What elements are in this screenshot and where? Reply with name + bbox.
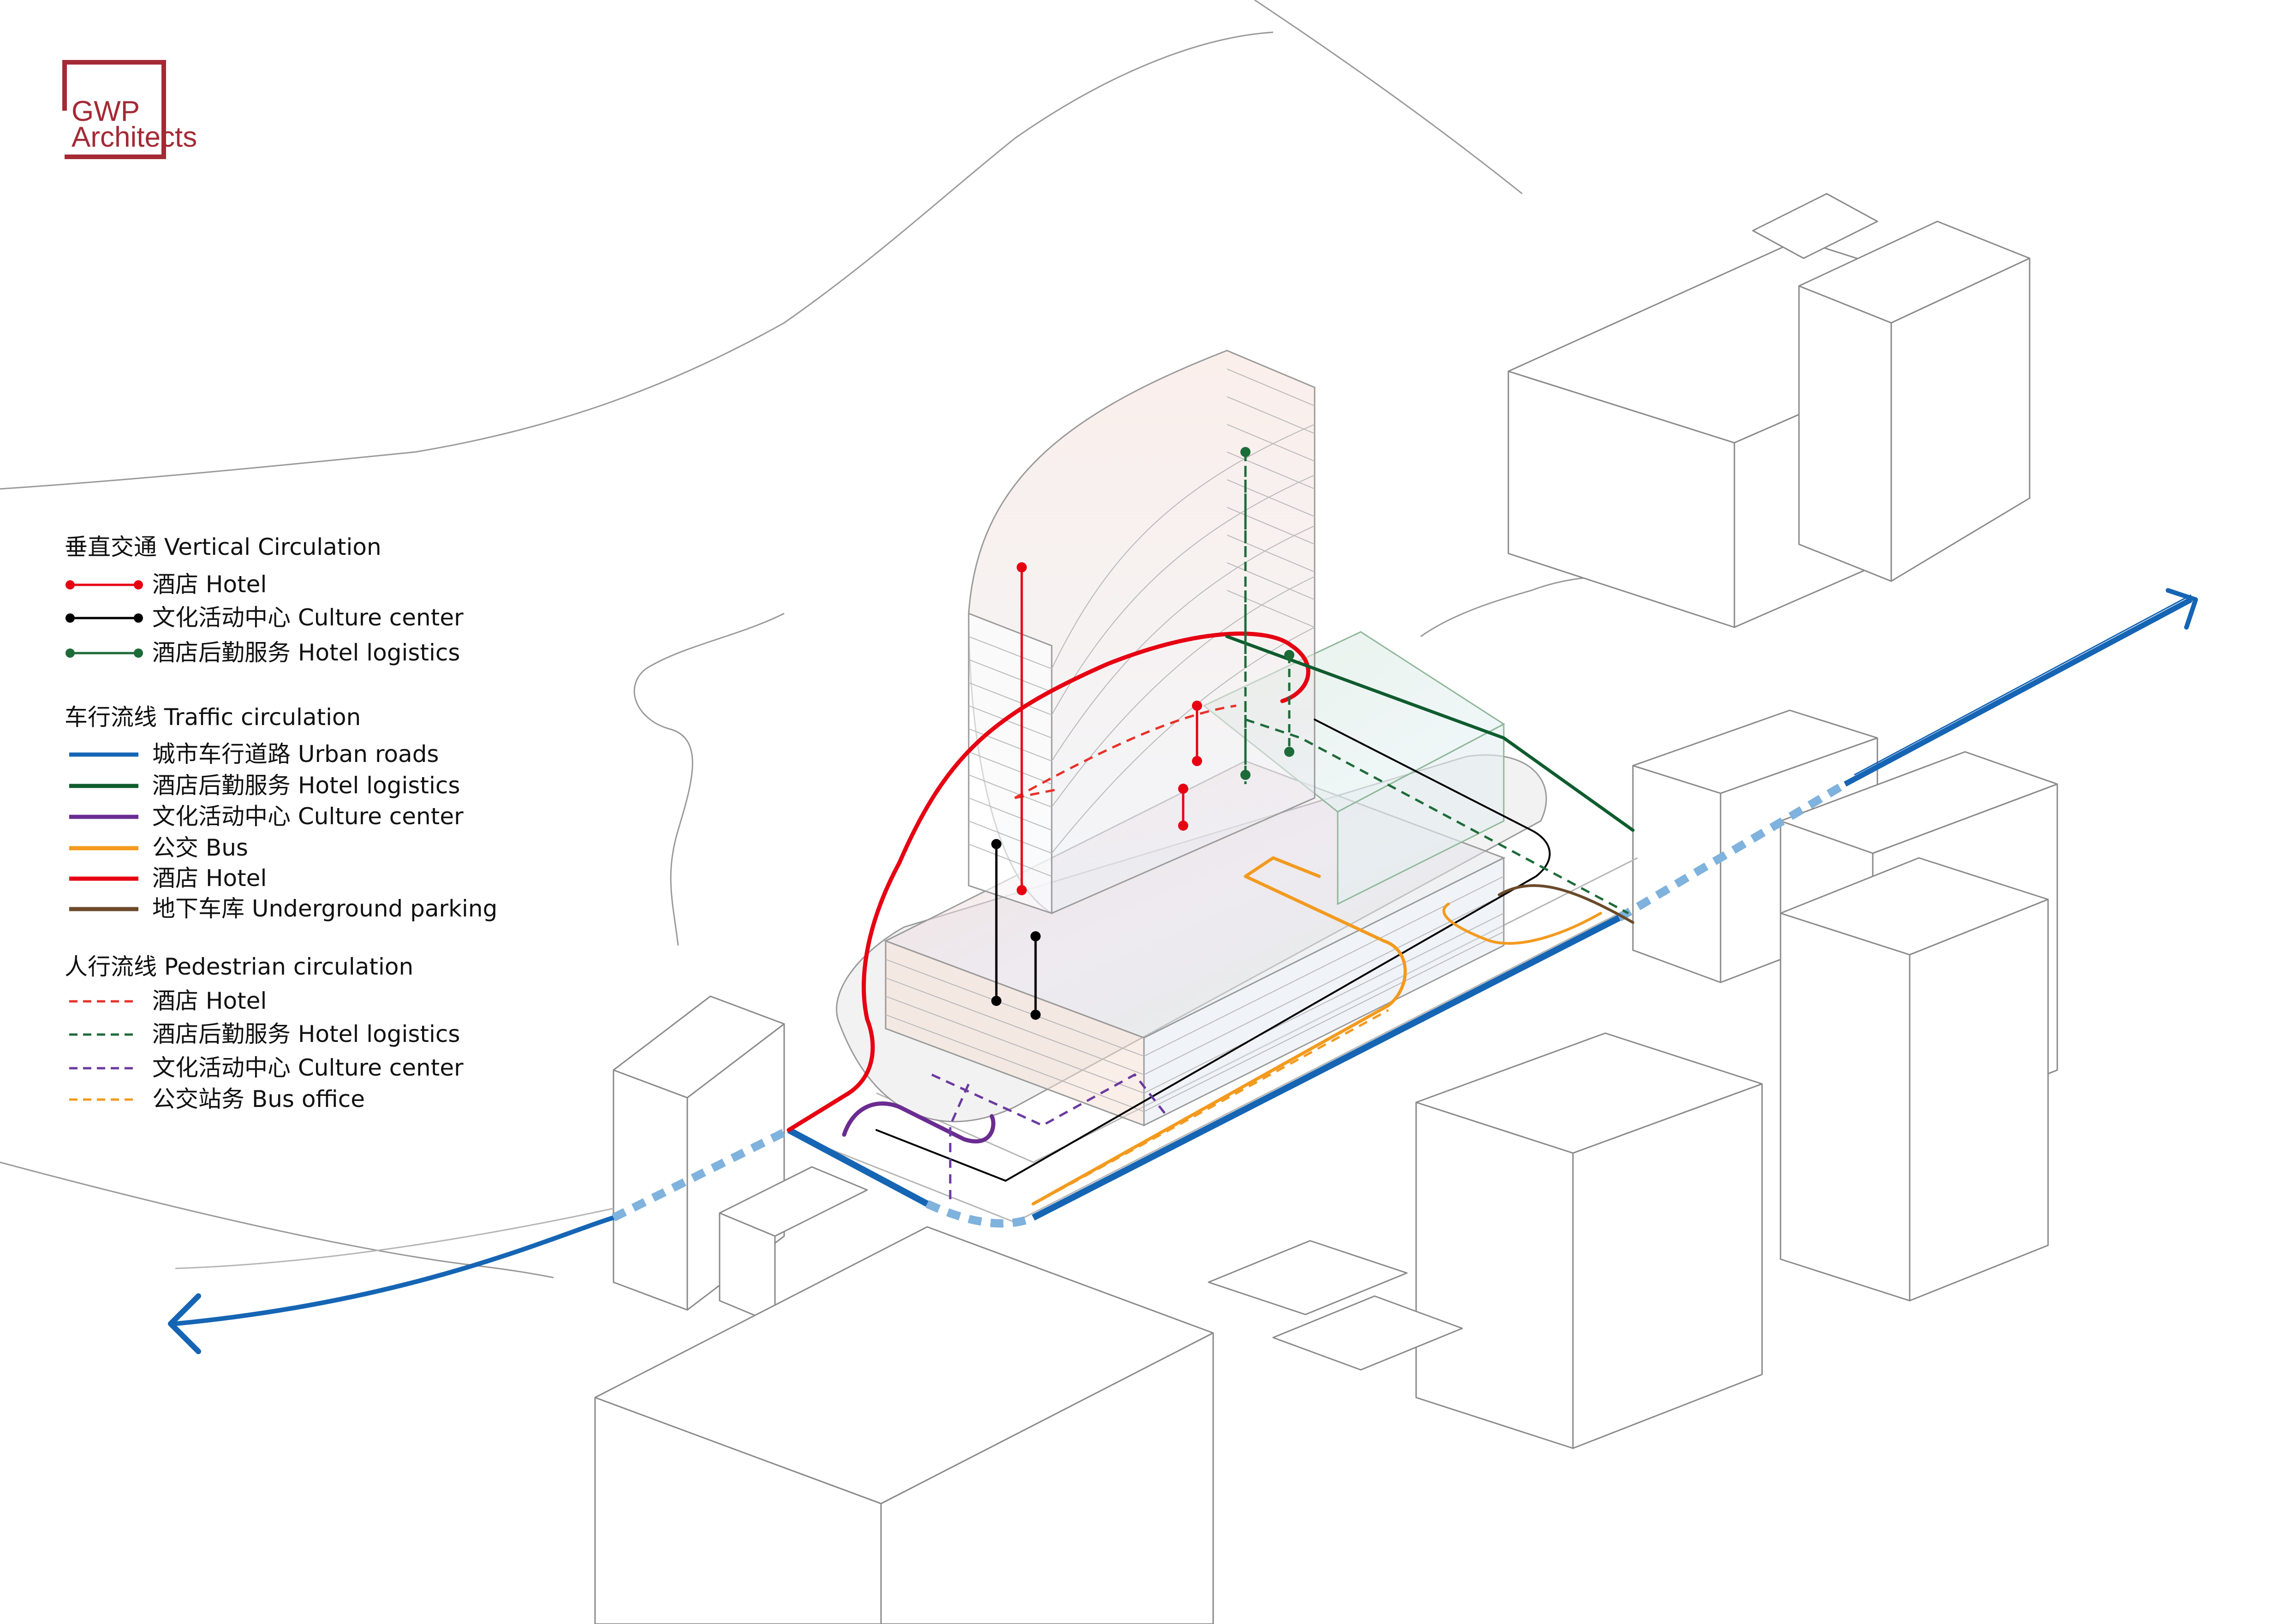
building-rf-2-right [1572,1083,1763,1449]
traffic-bus-line [1031,856,1407,1206]
legend-item-ped-culture: 文化活动中心 Culture center [69,1054,464,1081]
legend-item-traffic-hotel: 酒店 Hotel [69,865,267,892]
legend-item-traffic-logistics: 酒店后勤服务 Hotel logistics [69,772,460,799]
urban-road-left-dashed [611,1126,791,1222]
legend-label: 酒店后勤服务 Hotel logistics [152,1021,460,1047]
traffic-underground-line [1498,884,1634,924]
traffic-culture-black-loop [876,719,1551,1182]
contour-line-ridge [0,1161,554,1279]
legend-item-traffic-urban: 城市车行道路 Urban roads [69,741,439,767]
tower-front-face [968,612,1053,915]
building-r-mid-left [1632,765,1721,983]
logo-frame [62,60,166,159]
legend-item-vertical-hotel: 酒店 Hotel [66,571,267,598]
urban-road-front [787,1127,929,1207]
legend-label: 文化活动中心 Culture center [152,1054,464,1081]
vertical-circulation-markers [991,447,1294,1020]
green-block-right [1337,723,1505,905]
vertical-hotel-1-dot-bottom [1017,885,1027,895]
building-front-left [594,1397,882,1624]
urban-road-right [1031,915,1621,1221]
legend-label: 酒店 Hotel [152,865,267,892]
legend-label: 地下车库 Underground parking [152,895,497,922]
low-slab-2 [1272,1295,1463,1371]
arrow-right-icon [2166,588,2198,630]
arrow-left-icon [168,1293,201,1354]
context-buildings [594,193,2058,1624]
building-tr-2-left [1798,285,1892,582]
legend-heading-vertical: 垂直交通 Vertical Circulation [65,534,381,560]
legend-item-vertical-logistics: 酒店后勤服务 Hotel logistics [66,639,460,666]
legend-item-traffic-underground: 地下车库 Underground parking [69,895,497,922]
legend-label: 公交 Bus [152,834,248,861]
logo-line1: GWP [71,95,140,127]
legend-label: 酒店后勤服务 Hotel logistics [152,639,460,666]
building-tr-cap-top [1752,193,1878,259]
gwp-logo: GWP Architects [62,60,197,159]
legend-label: 公交站务 Bus office [152,1086,365,1112]
legend-item-ped-bus: 公交站务 Bus office [69,1086,365,1112]
legend-heading-traffic: 车行流线 Traffic circulation [65,704,361,731]
site-platform [836,631,1547,1127]
building-rf-2-left [1415,1101,1574,1449]
legend-label: 酒店后勤服务 Hotel logistics [152,772,460,799]
traffic-culture-line [842,1101,995,1144]
traffic-logistics-line [1225,635,1635,832]
building-rf-1-left [1780,912,1911,1302]
legend-item-ped-hotel: 酒店 Hotel [69,987,267,1014]
legend-heading-pedestrian: 人行流线 Pedestrian circulation [65,953,413,980]
ped-culture-line [931,1073,1168,1199]
podium-floor-lines [885,876,1504,1112]
legend-item-traffic-culture: 文化活动中心 Culture center [69,803,464,830]
legend-item-traffic-bus: 公交 Bus [69,834,248,861]
building-front-right [880,1332,1214,1624]
traffic-circulation-lines [786,631,1635,1206]
urban-road-left [173,1215,616,1326]
roads [173,594,2192,1326]
legend: 垂直交通 Vertical Circulation 酒店 Hotel 文化活动中… [65,534,497,1112]
contour-line-hill [0,31,1274,490]
building-tr-2-right [1890,257,2031,582]
urban-road-far-right [1844,597,2192,787]
legend-label: 文化活动中心 Culture center [152,803,464,830]
traffic-bus-right-loop [1442,903,1602,945]
legend-label: 文化活动中心 Culture center [152,604,464,631]
traffic-hotel-line [786,631,1310,1132]
urban-road-front-dashed [925,1200,1035,1228]
low-slab-1 [1208,1240,1408,1315]
urban-road-far-right-thin [1854,594,2192,776]
contour-line-upper [1254,0,1523,195]
legend-item-vertical-culture: 文化活动中心 Culture center [66,604,464,631]
logo-line2: Architects [71,121,197,153]
hotel-tower [968,350,1316,915]
contour-line-left [633,613,785,946]
legend-item-ped-logistics: 酒店后勤服务 Hotel logistics [69,1021,460,1047]
podium-right [1143,857,1505,1127]
building-rf-1-right [1909,898,2049,1302]
terrain [0,0,1661,1279]
vertical-hotel-1-dot-top [1017,562,1027,572]
ped-bus-line [1042,1009,1389,1201]
road-edge-3 [175,1208,614,1269]
legend-label: 酒店 Hotel [152,571,267,598]
legend-label: 城市车行道路 Urban roads [152,741,439,767]
legend-label: 酒店 Hotel [152,987,267,1014]
